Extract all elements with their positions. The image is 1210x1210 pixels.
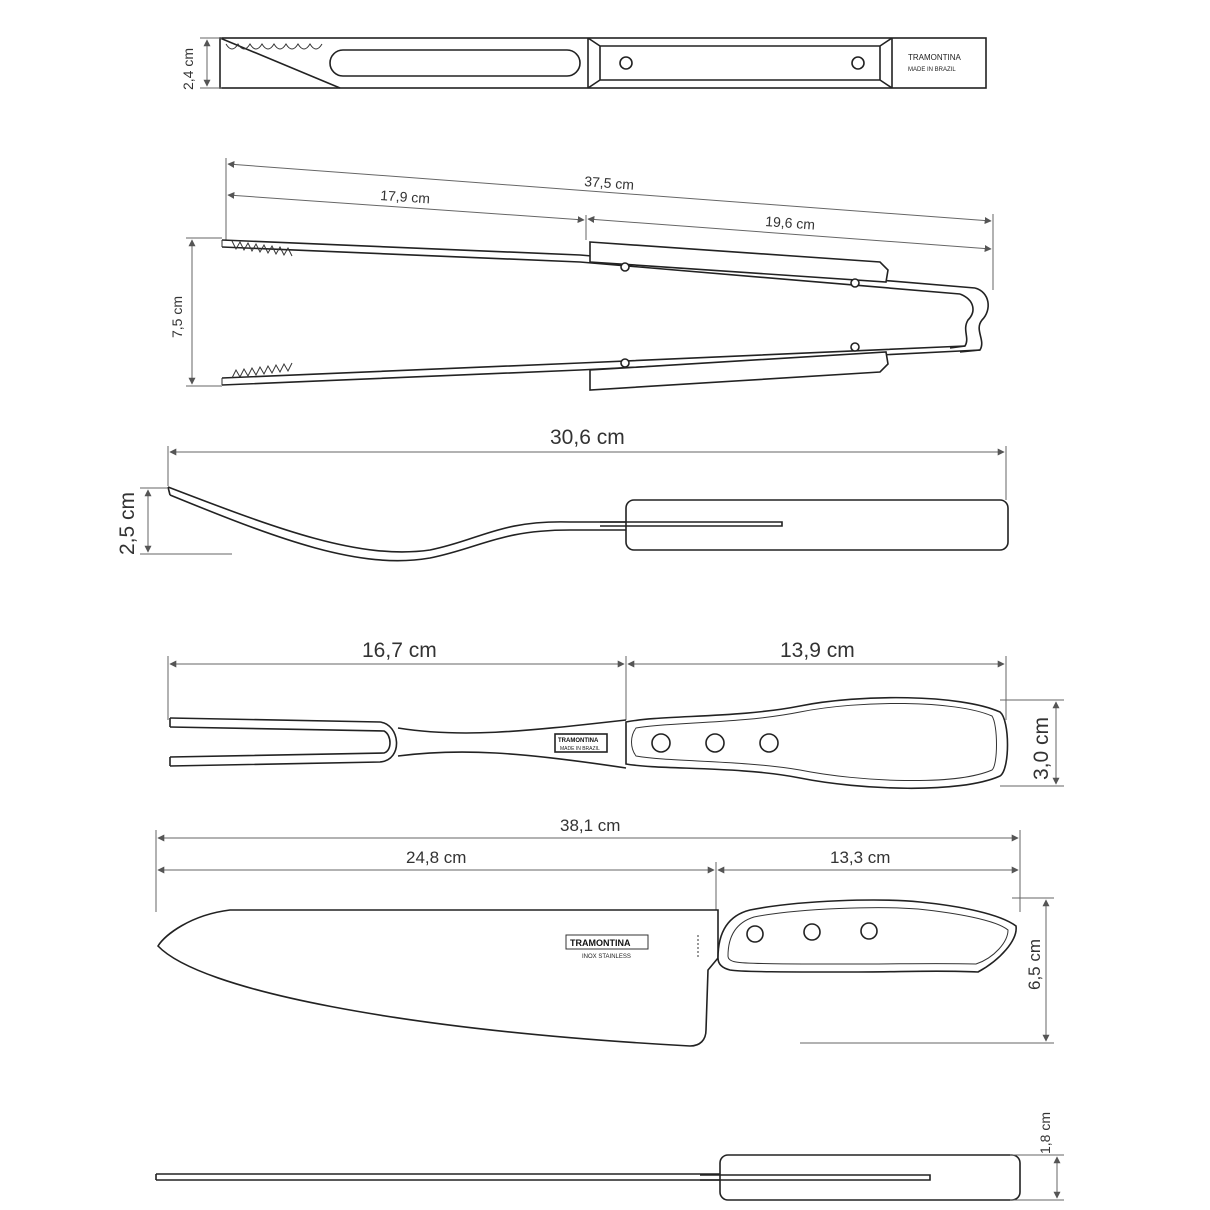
knife-steel-label: INOX STAINLESS — [582, 954, 631, 960]
tongs-head-length-label: 17,9 cm — [380, 187, 431, 206]
fork-side-view: 30,6 cm 2,5 cm — [116, 426, 1009, 562]
knife-thickness-label: 1,8 cm — [1037, 1112, 1053, 1154]
fork-origin-label: MADE IN BRAZIL — [560, 746, 600, 752]
fork-handle-length-label: 13,9 cm — [780, 639, 855, 662]
tongs-origin-label: MADE IN BRAZIL — [908, 67, 956, 73]
knife-height-label: 6,5 cm — [1025, 939, 1044, 990]
tongs-open-width-label: 7,5 cm — [169, 296, 185, 338]
fork-height-label: 2,5 cm — [116, 492, 139, 555]
tongs-total-length-label: 37,5 cm — [584, 173, 635, 193]
knife-side-view: 38,1 cm 24,8 cm 13,3 cm TRAMONTINA INOX … — [155, 816, 1054, 1047]
knife-brand-label: TRAMONTINA — [570, 938, 631, 948]
fork-top-view: 16,7 cm 13,9 cm TRAMONTINA MADE IN BRAZI… — [167, 639, 1064, 790]
fork-tine-length-label: 16,7 cm — [362, 639, 437, 662]
fork-total-length-label: 30,6 cm — [550, 426, 625, 449]
fork-handle-width-label: 3,0 cm — [1030, 717, 1053, 780]
tongs-top-view: TRAMONTINA MADE IN BRAZIL 2,4 cm — [180, 37, 987, 90]
knife-blade-length-label: 24,8 cm — [406, 848, 466, 867]
tongs-thickness-label: 2,4 cm — [180, 48, 196, 90]
fork-brand-label: TRAMONTINA — [558, 738, 599, 744]
tongs-side-view: 37,5 cm 17,9 cm 19,6 cm 7,5 cm — [169, 158, 994, 391]
tongs-handle-length-label: 19,6 cm — [765, 213, 816, 233]
knife-total-length-label: 38,1 cm — [560, 816, 620, 835]
knife-top-view: 1,8 cm — [155, 1112, 1064, 1201]
knife-handle-length-label: 13,3 cm — [830, 848, 890, 867]
tongs-brand-label: TRAMONTINA — [908, 53, 962, 62]
